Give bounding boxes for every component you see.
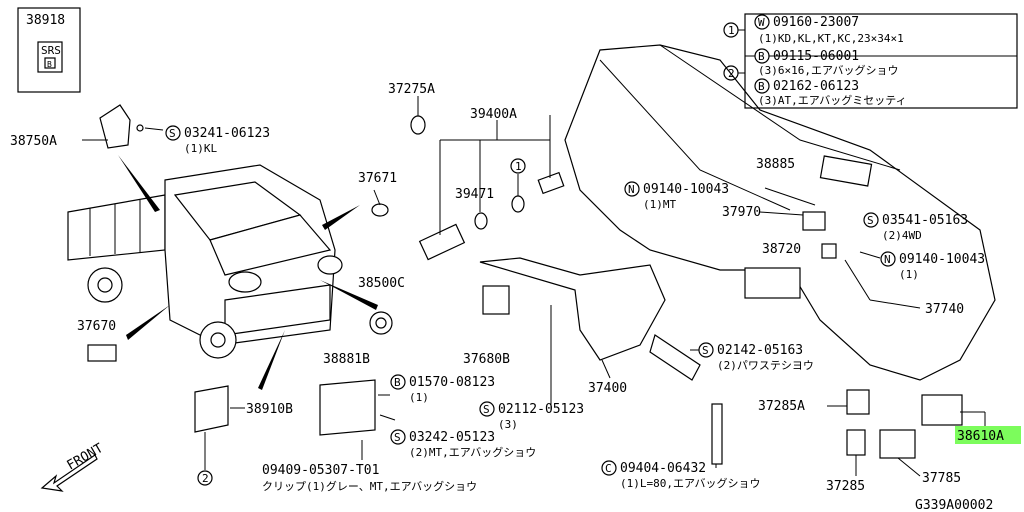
- label-37285A: 37285A: [758, 399, 805, 414]
- label-39471: 39471: [455, 187, 494, 202]
- label-37400: 37400: [588, 381, 627, 396]
- circle-b-01570: B: [394, 376, 401, 389]
- legend-ref-1: 1: [728, 24, 735, 37]
- circle-n-09140a: N: [628, 183, 635, 196]
- label-38885: 38885: [756, 157, 795, 172]
- circle-s-03241: S: [169, 127, 176, 140]
- front-label: FRONT: [65, 441, 107, 474]
- label-38750A: 38750A: [10, 134, 57, 149]
- label-38610A: 38610A: [957, 429, 1004, 444]
- truck-illustration: [67, 164, 343, 359]
- label-09140-10043-a: 09140-10043: [643, 182, 729, 197]
- circle-s-03541: S: [867, 214, 874, 227]
- note-clip: クリップ(1)グレー、MT,エアバッグショウ: [262, 479, 477, 493]
- legend-code-1: 09160-23007: [773, 15, 859, 30]
- label-37670: 37670: [77, 319, 116, 334]
- legend-circle-b2: B: [758, 80, 765, 93]
- label-38720: 38720: [762, 242, 801, 257]
- diagram-id: G339A00002: [915, 498, 993, 512]
- circle-s-02142: S: [702, 344, 709, 357]
- label-38910B: 38910B: [246, 402, 293, 417]
- label-02112-05123: 02112-05123: [498, 402, 584, 417]
- note-09140b: (1): [899, 268, 919, 281]
- highlight-38610A: [955, 426, 1021, 444]
- steering-column: [564, 44, 996, 381]
- srs-label: SRS: [41, 44, 61, 57]
- leader-wedges: [118, 155, 378, 390]
- label-09140-10043-b: 09140-10043: [899, 252, 985, 267]
- legend-note-2a: (3)6×16,エアバッグショウ: [758, 63, 899, 77]
- label-09404-06432: 09404-06432: [620, 461, 706, 476]
- legend-circle-b1: B: [758, 50, 765, 63]
- circle-s-03242: S: [394, 431, 401, 444]
- label-clip-09409: 09409-05307-T01: [262, 463, 379, 478]
- note-01570: (1): [409, 391, 429, 404]
- srs-letter: B: [47, 60, 52, 69]
- note-09140a: (1)MT: [643, 198, 676, 211]
- note-03241: (1)KL: [184, 142, 217, 155]
- circle-n-09140b: N: [884, 253, 891, 266]
- circle-c-09404: C: [605, 462, 612, 475]
- label-03541-05163: 03541-05163: [882, 213, 968, 228]
- note-03541: (2)4WD: [882, 229, 922, 242]
- legend-code-2b: 02162-06123: [773, 79, 859, 94]
- ref-circle-1: 1: [515, 160, 522, 173]
- legend-code-2a: 09115-06001: [773, 49, 859, 64]
- label-37275A: 37275A: [388, 82, 435, 97]
- circle-s-02112: S: [483, 403, 490, 416]
- label-37785: 37785: [922, 471, 961, 486]
- part-shapes: [87, 104, 963, 465]
- label-03242-05123: 03242-05123: [409, 430, 495, 445]
- label-37680B: 37680B: [463, 352, 510, 367]
- srs-inset: 38918 SRS B: [17, 7, 81, 93]
- legend-note-2b: (3)AT,エアバッグミセッティ: [758, 93, 907, 107]
- legend-circle-w: W: [758, 16, 765, 29]
- note-03242: (2)MT,エアバッグショウ: [409, 445, 536, 459]
- label-37285: 37285: [826, 479, 865, 494]
- note-02112: (3): [498, 418, 518, 431]
- legend-note-1: (1)KD,KL,KT,KC,23×34×1: [758, 32, 904, 45]
- label-39400A: 39400A: [470, 107, 517, 122]
- front-arrow: FRONT: [40, 441, 107, 492]
- note-02142: (2)パワステシヨウ: [717, 359, 814, 372]
- inset-part-number: 38918: [26, 13, 65, 28]
- note-09404: (1)L=80,エアバッグショウ: [620, 476, 761, 490]
- label-03241-06123: 03241-06123: [184, 126, 270, 141]
- label-37671: 37671: [358, 171, 397, 186]
- leader-lines: [82, 96, 986, 477]
- legend-box: 1 W 09160-23007 (1)KD,KL,KT,KC,23×34×1 2…: [723, 13, 1018, 109]
- part-labels: 38750A S 03241-06123 (1)KL 37275A 39400A…: [10, 82, 1004, 512]
- label-01570-08123: 01570-08123: [409, 375, 495, 390]
- ref-circle-2: 2: [202, 472, 209, 485]
- label-38500C: 38500C: [358, 276, 405, 291]
- label-02142-05163: 02142-05163: [717, 343, 803, 358]
- label-37970: 37970: [722, 205, 761, 220]
- label-37740: 37740: [925, 302, 964, 317]
- label-38881B: 38881B: [323, 352, 370, 367]
